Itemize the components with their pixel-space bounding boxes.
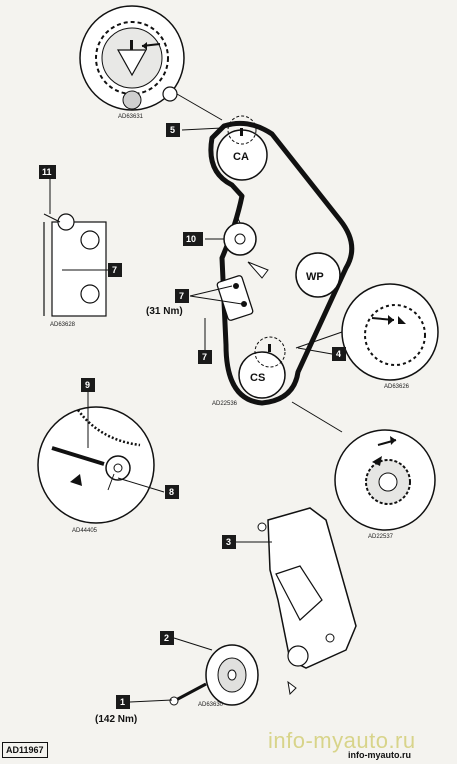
tensioner xyxy=(216,261,269,321)
code-crank-lower: AD22537 xyxy=(368,534,394,540)
svg-text:3: 3 xyxy=(226,537,231,547)
callout-2: 2 xyxy=(160,631,174,645)
crank-bolt-torque: (142 Nm) xyxy=(95,714,137,725)
tensioner-side-detail xyxy=(43,213,107,317)
callout-6: 7 xyxy=(175,289,189,303)
svg-text:4: 4 xyxy=(336,349,341,359)
crankshaft-pulley-main xyxy=(238,336,286,399)
water-pump-pulley-label: WP xyxy=(306,271,324,283)
code-crank-upper: AD63626 xyxy=(384,384,410,390)
code-camshaft-detail: AD63631 xyxy=(118,114,144,120)
code-tensioner-side: AD63628 xyxy=(50,322,76,328)
camshaft-detail xyxy=(79,5,223,121)
crankshaft-pulley-label: CS xyxy=(250,372,265,384)
callout-9: 9 xyxy=(81,378,95,392)
camshaft-pulley xyxy=(216,115,268,181)
code-pulley-detail: AD63630 xyxy=(198,702,224,708)
svg-text:7: 7 xyxy=(112,265,117,275)
svg-text:5: 5 xyxy=(170,125,175,135)
tensioner-detail xyxy=(37,406,155,524)
svg-text:10: 10 xyxy=(186,234,196,244)
idler-pulley xyxy=(223,213,257,256)
callout-10: 10 xyxy=(183,232,203,246)
svg-text:8: 8 xyxy=(169,487,174,497)
watermark-small: info-myauto.ru xyxy=(348,750,411,760)
callout-11: 11 xyxy=(39,165,56,179)
callout-4: 4 xyxy=(332,347,346,361)
callout-1: 1 xyxy=(116,695,130,709)
svg-text:2: 2 xyxy=(164,633,169,643)
tensioner-torque: (31 Nm) xyxy=(146,306,183,317)
watermark-large: info-myauto.ru xyxy=(268,728,416,753)
camshaft-pulley-label: CA xyxy=(233,151,249,163)
svg-text:11: 11 xyxy=(42,167,52,177)
callout-5: 5 xyxy=(166,123,180,137)
callout-3: 3 xyxy=(222,535,236,549)
callout-7-side: 7 xyxy=(108,263,122,277)
callout-7-lower: 7 xyxy=(198,350,212,364)
code-main-diagram: AD22536 xyxy=(212,401,238,407)
timing-cover xyxy=(257,507,357,669)
figure-id: AD11967 xyxy=(2,742,48,758)
callout-8: 8 xyxy=(165,485,179,499)
crankshaft-pulley-detail xyxy=(169,644,297,706)
water-pump-pulley xyxy=(295,252,341,298)
svg-text:9: 9 xyxy=(85,380,90,390)
crank-detail-lower xyxy=(291,401,436,531)
svg-text:7: 7 xyxy=(202,352,207,362)
code-tensioner-detail: AD44405 xyxy=(72,528,98,534)
timing-belt xyxy=(208,120,355,406)
svg-text:7: 7 xyxy=(179,291,184,301)
svg-text:1: 1 xyxy=(120,697,125,707)
crank-detail-upper xyxy=(295,283,439,381)
